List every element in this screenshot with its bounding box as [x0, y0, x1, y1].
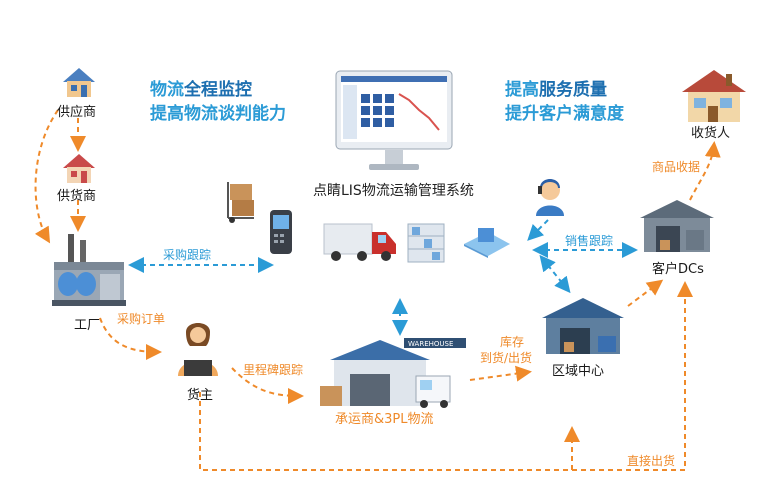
arrow-system-regional [539, 254, 571, 294]
customer-dcs-label: 客户DCs [652, 262, 704, 277]
arrow-call-system [527, 219, 549, 241]
storage-rack-icon [407, 223, 445, 263]
vendor-house-icon [63, 154, 95, 183]
stock-label: 库存 到货/出货 [480, 334, 532, 366]
distribution-platform-icon [464, 228, 510, 258]
slogan-right: 提高服务质量 提升客户满意度 [505, 80, 624, 124]
purchase-tracking-label: 采购跟踪 [163, 248, 212, 262]
regional-center-label: 区域中心 [552, 364, 605, 379]
cargo-owner-label: 货主 [187, 388, 214, 403]
slogan-left: 物流全程监控 提高物流谈判能力 [150, 80, 286, 124]
warehouse-sign: WAREHOUSE [408, 340, 453, 348]
cargo-owner-icon [178, 323, 218, 376]
supplier-label: 供应商 [57, 105, 97, 120]
monitor-icon [335, 70, 453, 170]
arrow-carrier-regional [469, 365, 532, 382]
stock-label-line1: 库存 [500, 335, 525, 349]
arrow-supplier-factory [34, 109, 59, 244]
arrow-regional-dcs [627, 279, 664, 307]
carrier-label: 承运商&3PL物流 [335, 412, 434, 427]
hand-truck-icon [227, 182, 254, 223]
carrier-warehouse-icon: WAREHOUSE [320, 338, 466, 408]
stock-label-line2: 到货/出货 [480, 351, 533, 365]
factory-icon [52, 234, 126, 306]
supplier-house-icon [63, 68, 95, 97]
sales-tracking-label: 销售跟踪 [565, 234, 614, 248]
handheld-scanner-icon [270, 210, 292, 254]
receiver-label: 收货人 [691, 126, 731, 141]
customer-dc-icon [640, 200, 714, 252]
factory-label: 工厂 [74, 318, 101, 333]
receiver-house-icon [682, 70, 746, 122]
regional-center-icon [542, 298, 624, 354]
arrow-direct-shipping [199, 281, 693, 471]
milestone-tracking-label: 里程碑跟踪 [243, 363, 304, 377]
direct-shipping-label: 直接出货 [627, 454, 676, 468]
purchase-order-label: 采购订单 [117, 312, 166, 326]
arrow-purchase-order [99, 317, 162, 360]
arrow-dcs-receiver [689, 141, 721, 201]
goods-receipt-label: 商品收据 [652, 160, 701, 174]
arrow-milestone [231, 367, 304, 404]
system-title: 点睛LIS物流运输管理系统 [313, 183, 474, 199]
customer-service-icon [536, 179, 564, 216]
vendor-label: 供货商 [57, 189, 97, 204]
truck-icon [323, 223, 396, 261]
